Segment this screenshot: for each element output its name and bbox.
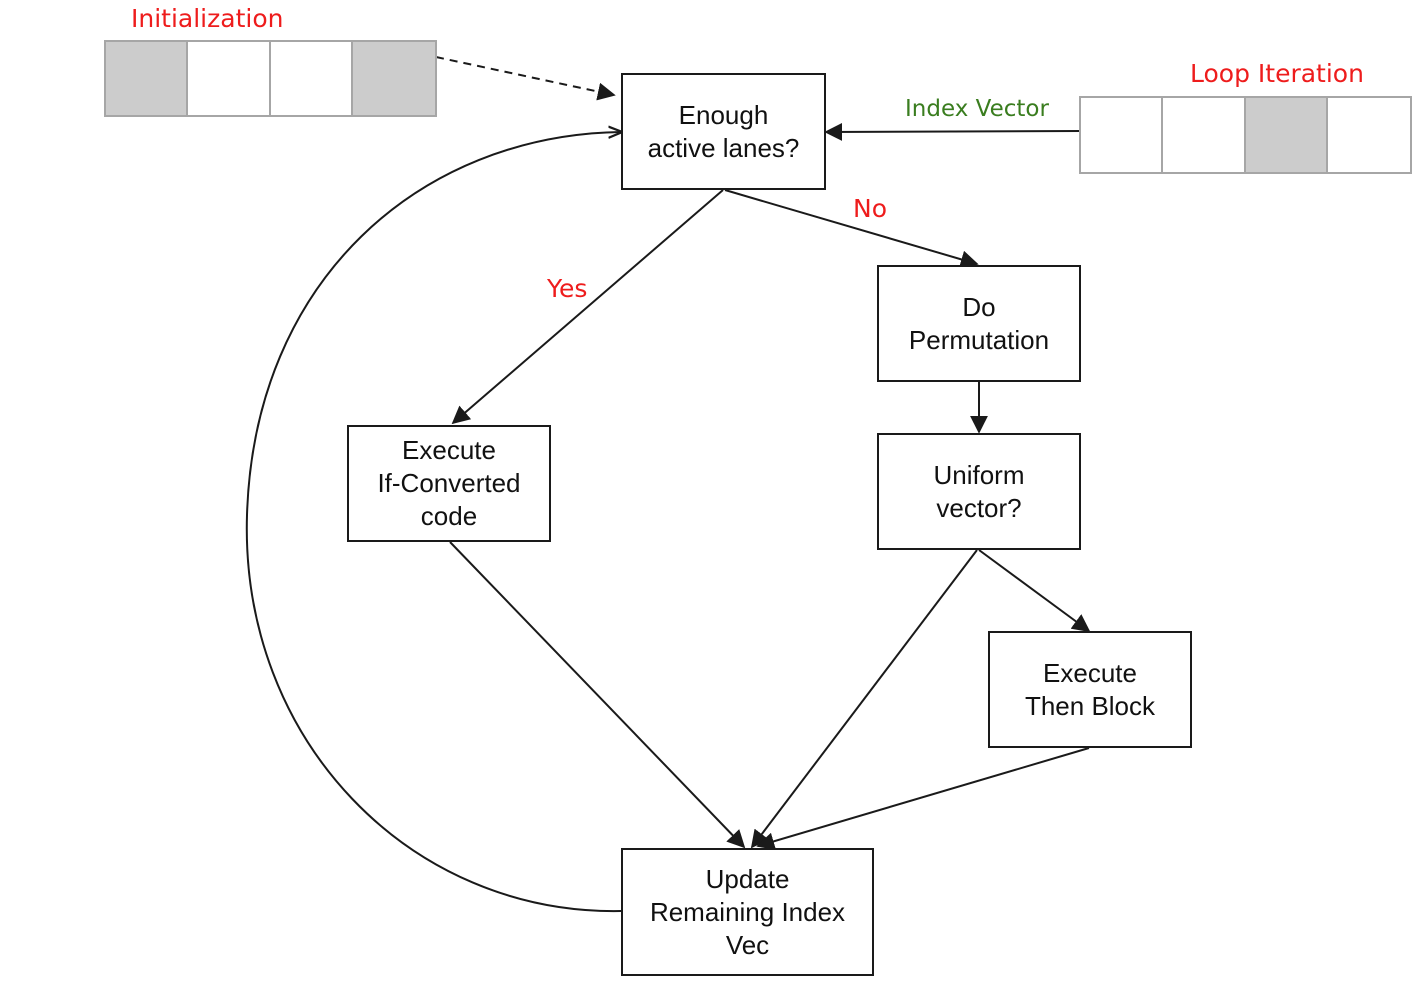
edge-init-to-check	[435, 56, 616, 101]
initialization-vector	[104, 40, 437, 117]
edge-thenblock-to-update	[756, 747, 1090, 851]
active-lane-cell	[106, 42, 189, 115]
yes-label: Yes	[547, 274, 588, 303]
node-line: code	[420, 501, 478, 531]
active-lane-cell	[1245, 98, 1328, 172]
edge-uniform-to-thenblock	[978, 549, 1091, 633]
node-line: Vec	[725, 929, 770, 960]
initialization-label: Initialization	[131, 4, 284, 33]
active-lane-cell	[352, 42, 435, 115]
loop-iteration-vector	[1079, 96, 1412, 174]
no-label: No	[853, 194, 887, 223]
inactive-lane-cell	[271, 42, 353, 115]
do-permutation-node: Do Permutation	[877, 265, 1081, 382]
execute-then-block-node: Execute Then Block	[988, 631, 1192, 748]
uniform-vector-node: Uniform vector?	[877, 433, 1081, 550]
node-line: Update	[705, 863, 790, 894]
edge-ifconv-to-update	[449, 541, 746, 849]
node-line: If-Converted	[377, 468, 521, 498]
node-line: vector?	[936, 492, 1022, 523]
inactive-lane-cell	[1163, 98, 1246, 172]
node-line: Execute	[1043, 657, 1137, 688]
edge-check-yes	[451, 189, 724, 425]
node-line: Uniform	[933, 459, 1025, 490]
inactive-lane-cell	[188, 42, 271, 115]
inactive-lane-cell	[1081, 98, 1164, 172]
index-vector-label: Index Vector	[905, 96, 1049, 122]
node-line: Permutation	[908, 324, 1050, 355]
edge-index-vector-to-check	[824, 122, 1082, 141]
node-line: active lanes?	[647, 132, 800, 163]
node-line: Execute	[402, 435, 496, 465]
loop-iteration-label: Loop Iteration	[1190, 59, 1364, 88]
edge-uniform-to-update	[750, 549, 978, 849]
execute-if-converted-node: Execute If-Converted code	[347, 425, 551, 542]
edge-loop-back	[245, 132, 621, 913]
node-line: Enough	[678, 99, 769, 130]
node-line: Remaining Index	[649, 896, 846, 927]
edge-check-no	[724, 189, 979, 269]
node-line: Do	[962, 291, 996, 322]
enough-active-lanes-node: Enough active lanes?	[621, 73, 826, 190]
node-line: Then Block	[1024, 690, 1156, 721]
update-remaining-index-vec-node: Update Remaining Index Vec	[621, 848, 874, 976]
inactive-lane-cell	[1328, 98, 1410, 172]
